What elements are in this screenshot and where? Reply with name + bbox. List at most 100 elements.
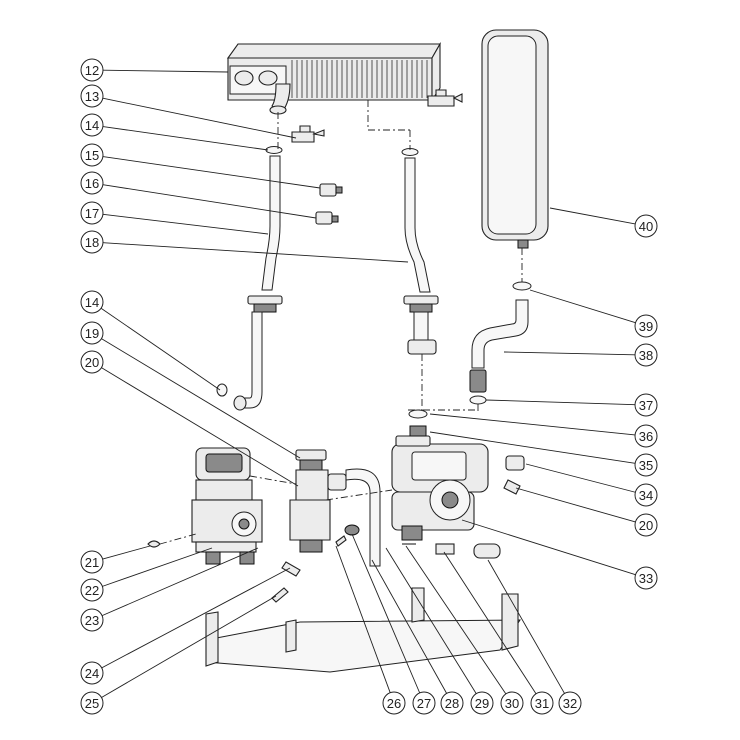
callout-bubble [634,566,658,590]
callout-31: 31 [443,551,554,715]
leader-line [102,97,297,139]
callout-14: 14 [80,113,269,151]
bypass-pipe [345,468,381,567]
leader-line [101,367,299,487]
callout-bubble [530,691,554,715]
callout-number: 14 [85,118,99,133]
callout-bubble [634,424,658,448]
callout-40: 40 [549,207,658,238]
callout-15: 15 [80,143,321,189]
callout-number: 17 [85,206,99,221]
leader-line [100,307,221,391]
callout-number: 16 [85,176,99,191]
callout-bubble [80,578,104,602]
washer-39 [512,281,532,291]
callout-number: 34 [639,488,653,503]
heat-exchanger [226,41,441,115]
leader-line [529,289,636,324]
callout-24: 24 [80,567,291,685]
leader-line [102,184,317,219]
callout-number: 37 [639,398,653,413]
leader-line [101,547,259,617]
callout-number: 40 [639,219,653,234]
callout-number: 12 [85,63,99,78]
callout-number: 26 [387,696,401,711]
mounting-frame [205,587,521,673]
callout-number: 14 [85,295,99,310]
callout-bubble [80,113,104,137]
clip-right [427,89,463,107]
leader-line [101,567,291,669]
callout-number: 27 [417,696,431,711]
callout-number: 21 [85,555,99,570]
callout-38: 38 [503,343,658,367]
callout-28: 28 [371,559,464,715]
leader-line [102,545,151,560]
o-ring-top-left [265,146,283,154]
callout-number: 35 [639,458,653,473]
leader-line [429,431,636,464]
callout-17: 17 [80,201,269,235]
leader-line [102,547,213,587]
callout-bubble [80,290,104,314]
callout-bubble [80,171,104,195]
callout-number: 22 [85,583,99,598]
callout-bubble [412,691,436,715]
leader-line [503,351,636,356]
callout-number: 19 [85,326,99,341]
callout-number: 18 [85,235,99,250]
leader-line [485,399,636,406]
leader-line [101,338,301,459]
callout-27: 27 [351,533,436,715]
callout-14: 14 [80,290,221,391]
callout-bubble [382,691,406,715]
callout-number: 25 [85,696,99,711]
callout-bubble [80,84,104,108]
callout-number: 23 [85,613,99,628]
leader-line [515,487,636,523]
callout-number: 31 [535,696,549,711]
callout-bubble [634,214,658,238]
callout-bubble [80,350,104,374]
callout-number: 20 [85,355,99,370]
sensor-15 [319,183,343,197]
leader-line [335,545,391,693]
callout-bubble [558,691,582,715]
callout-33: 33 [461,519,658,590]
callout-bubble [500,691,524,715]
leader-line [461,519,636,576]
callout-bubble [634,453,658,477]
clip-pump [503,479,521,495]
callout-36: 36 [429,413,658,448]
callout-25: 25 [80,595,277,715]
callout-number: 38 [639,348,653,363]
sensor-16 [315,211,339,225]
callout-bubble [80,58,104,82]
callout-number: 29 [475,696,489,711]
leader-line [487,559,565,694]
leader-line [102,69,229,73]
callout-23: 23 [80,547,259,632]
callout-34: 34 [525,463,658,507]
callout-19: 19 [80,321,301,459]
callout-bubble [80,661,104,685]
callout-12: 12 [80,58,229,82]
callout-bubble [80,321,104,345]
fitting-27 [344,524,360,536]
callout-number: 28 [445,696,459,711]
leader-line [102,156,321,189]
leader-line [385,547,477,694]
callout-bubble [634,343,658,367]
callout-bubble [634,314,658,338]
flow-pipe-left [233,155,283,411]
leader-line [443,551,537,695]
connection-lines [159,100,523,545]
callout-20: 20 [515,487,658,537]
leader-line [525,463,636,493]
callout-16: 16 [80,171,317,219]
callout-number: 33 [639,571,653,586]
leader-line [102,242,409,263]
clip-26 [335,535,347,547]
